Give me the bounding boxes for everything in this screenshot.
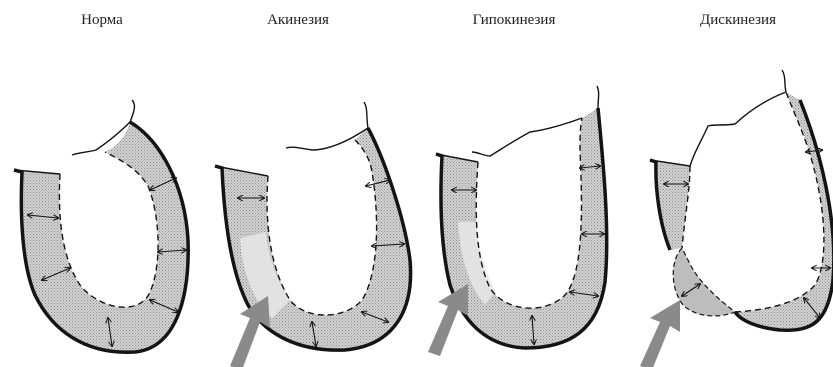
valve-line-dyskinesia: [650, 70, 786, 166]
valve-line-akinesia: [215, 102, 368, 176]
infarct-arrow-hypokinesia: [428, 284, 468, 356]
valve-line-hypokinesia: [436, 86, 599, 162]
panel-norma: [14, 100, 188, 352]
panel-akinesia: [215, 102, 411, 367]
ventricle-wall-dyskinesia-apex: [735, 92, 833, 330]
panel-hypokinesia: [428, 86, 607, 356]
endocardium-dashed-akinesia: [267, 140, 377, 315]
aneurysm-bulge-dyskinesia: [673, 248, 735, 316]
ventricle-wall-dyskinesia: [656, 162, 690, 250]
infarct-arrow-dyskinesia: [640, 300, 680, 367]
panel-dyskinesia: [640, 70, 833, 367]
valve-line-norma: [14, 100, 134, 174]
endocardium-dashed-hypokinesia: [476, 118, 582, 308]
